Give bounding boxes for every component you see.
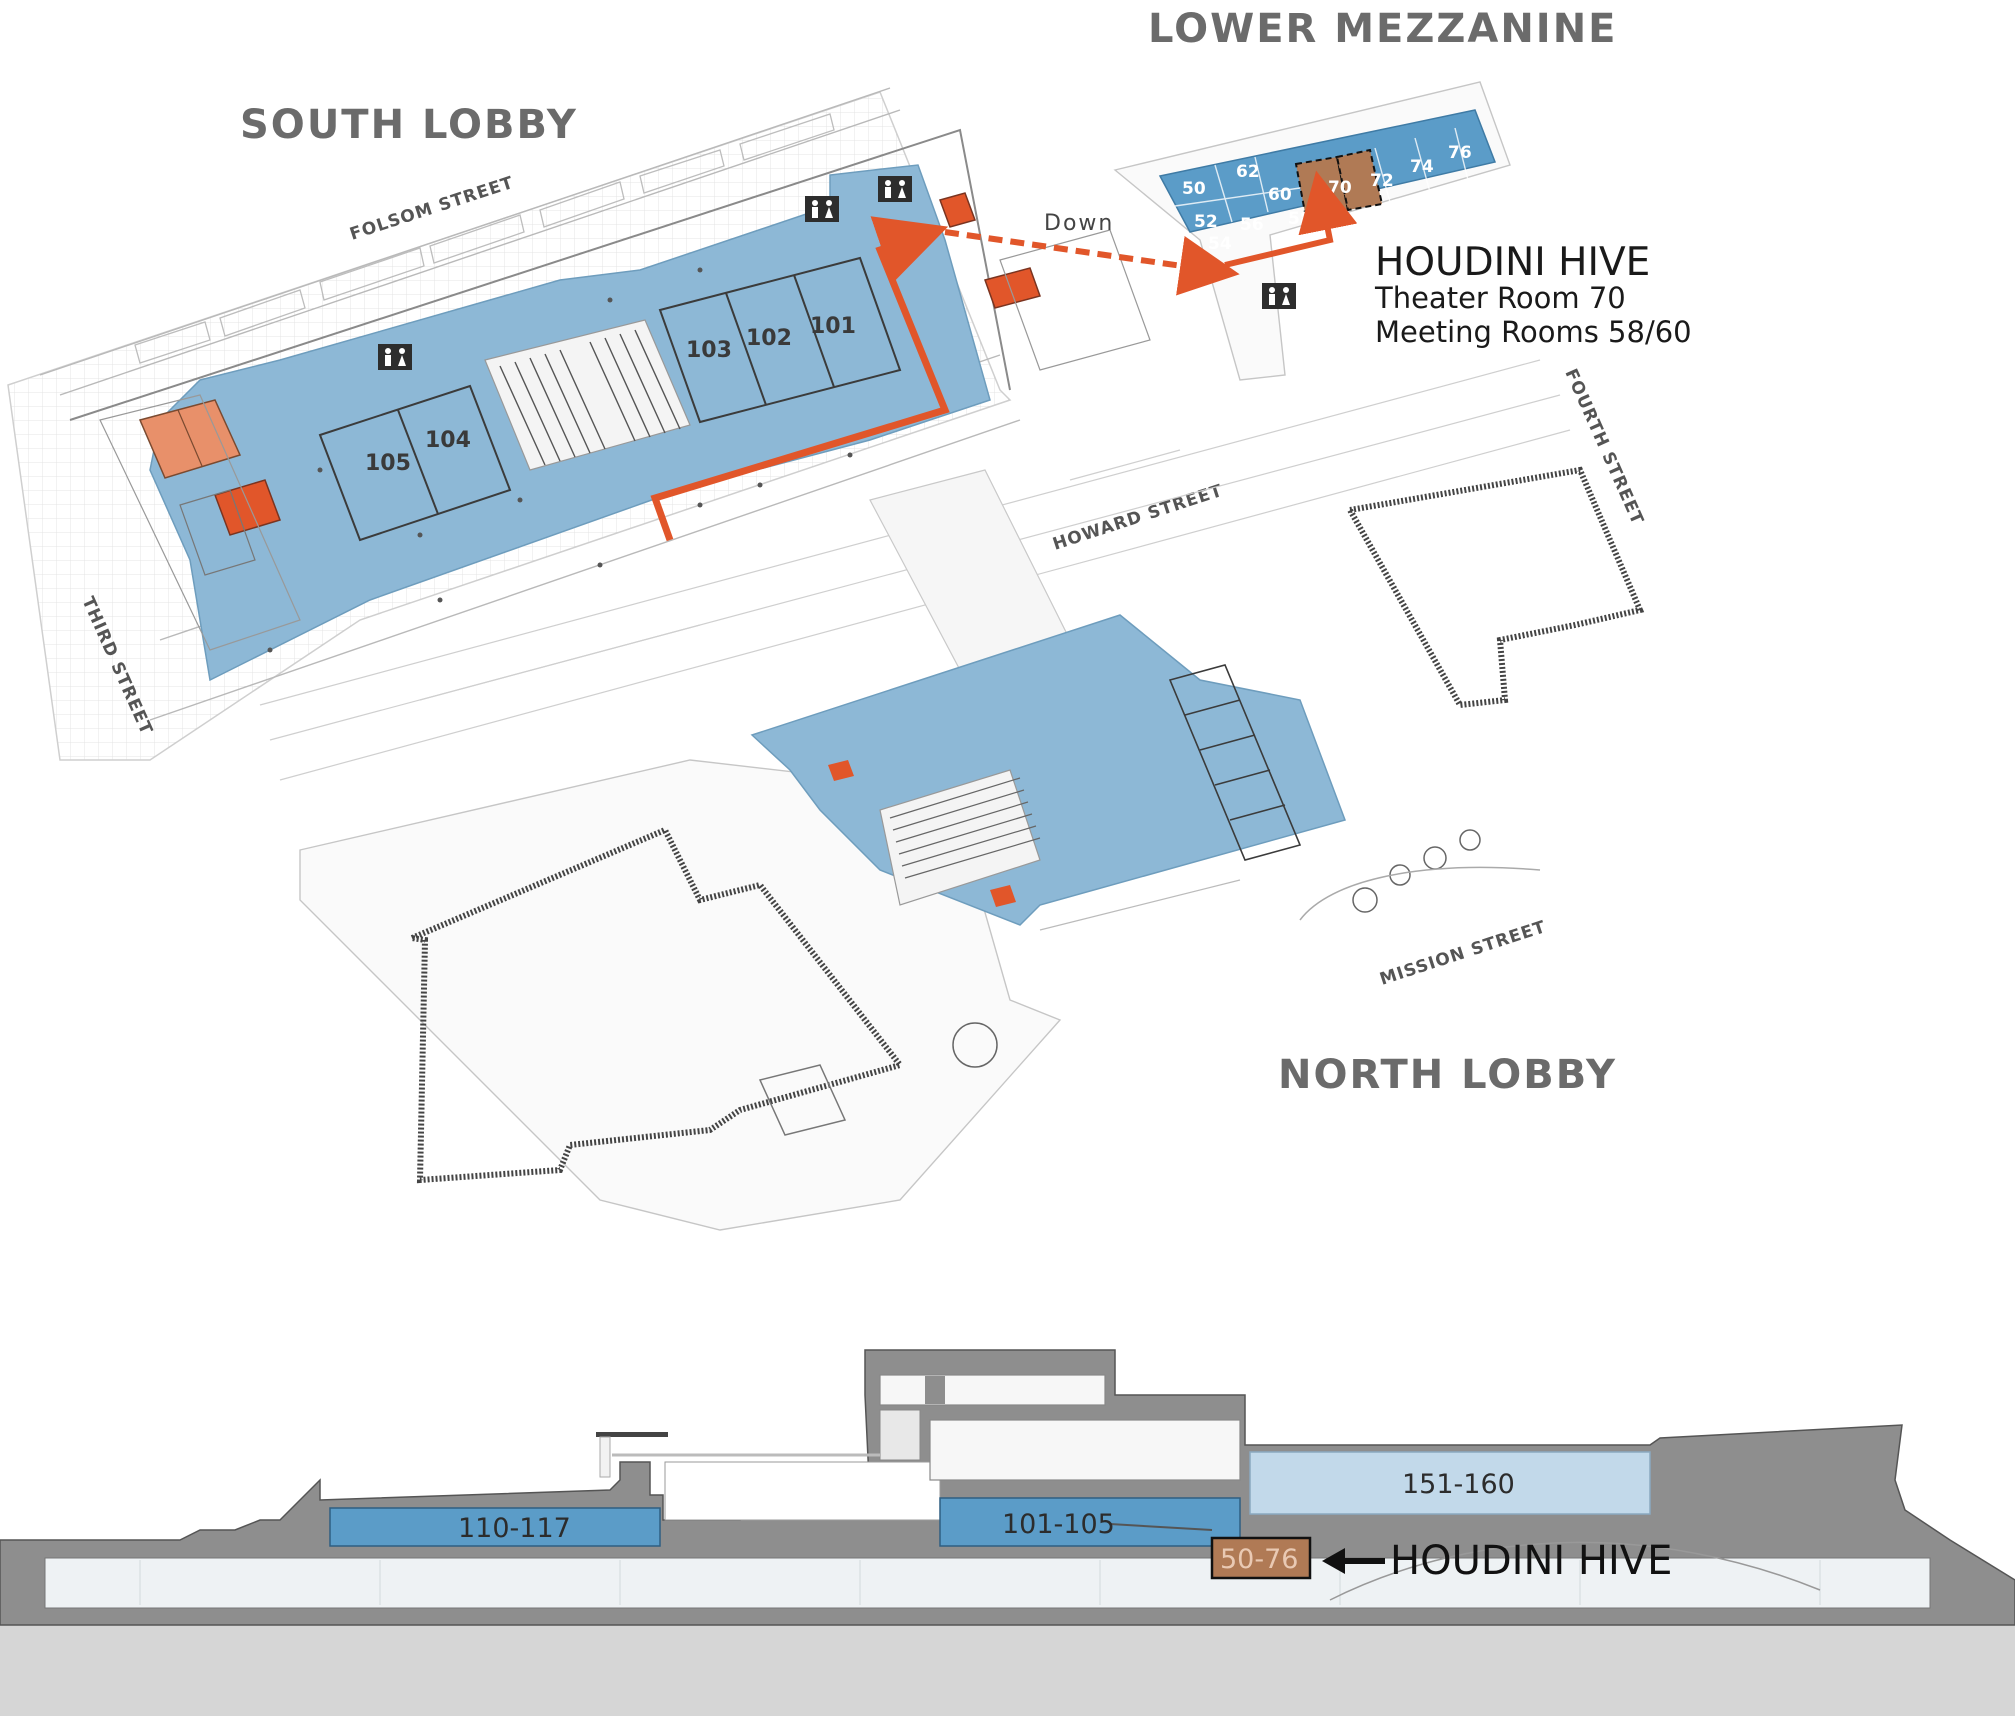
section-pointer-label: HOUDINI HIVE [1390,1538,1672,1584]
rooms-101-103 [658,256,902,424]
heading-north-lobby: NORTH LOBBY [1278,1052,1617,1098]
north-lobby-building [299,466,1645,1231]
mezz-room-label: 52 [1194,212,1218,232]
mezz-room-label: 72 [1370,171,1394,191]
mezz-room-label: 70 [1328,178,1352,198]
room-label: 104 [425,428,471,453]
mezz-room-label: 60 [1268,185,1292,205]
mezz-room-label: 54 [1208,234,1232,254]
restroom-icon [378,344,412,370]
mezz-room-label: 56 [1240,215,1264,235]
room-label: 105 [365,451,411,476]
room-label: 103 [686,338,732,363]
restroom-icon [1262,283,1296,309]
rooms-104-105 [318,384,512,542]
street-fourth: FOURTH STREET [1560,366,1647,528]
mezz-room-label: 74 [1410,157,1434,177]
room-label: 102 [746,326,792,351]
section-view: 110-117 101-105 151-160 50-76 HOUDINI HI… [0,1349,2015,1716]
section-label-101-105: 101-105 [1002,1509,1115,1540]
arrow-left-icon [1322,1548,1385,1574]
callout-title: HOUDINI HIVE [1375,240,1650,285]
section-label-151-160: 151-160 [1402,1469,1515,1500]
street-mission: MISSION STREET [1377,917,1548,990]
section-label-50-76: 50-76 [1220,1544,1298,1575]
heading-south-lobby: SOUTH LOBBY [240,102,578,148]
heading-lower-mezzanine: LOWER MEZZANINE [1148,6,1618,52]
room-label: 101 [810,314,856,339]
callout-line-2: Meeting Rooms 58/60 [1375,315,1692,349]
route-path-mezzanine [1224,170,1358,268]
mezz-room-label: 50 [1182,179,1206,199]
restroom-icon [878,176,912,202]
south-lobby-building: 101 102 103 104 105 [7,87,1151,761]
mezz-room-label: 58 [1288,209,1312,229]
howard-street-plaza [259,359,1571,781]
route-path-dashed [944,229,1240,296]
restroom-icon [805,196,839,222]
route-path [650,216,950,542]
mezz-room-label: 76 [1448,143,1472,163]
callout-line-1: Theater Room 70 [1374,281,1626,315]
mezz-room-label: 62 [1236,162,1260,182]
section-label-110-117: 110-117 [458,1513,571,1544]
service-core-left [99,394,301,651]
direction-down-label: Down [1044,211,1114,236]
